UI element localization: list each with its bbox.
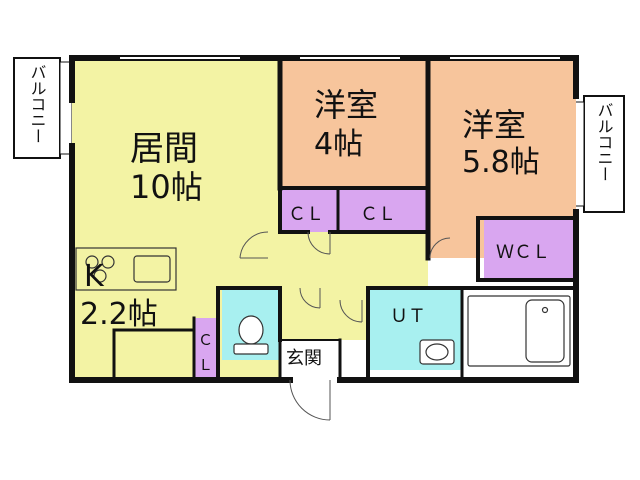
- closet-1-label: ＣＬ: [288, 204, 324, 225]
- balcony-right: [573, 95, 625, 213]
- utility-label: ＵＴ: [390, 306, 426, 327]
- walk-in-closet-label: ＷＣＬ: [496, 242, 550, 263]
- walk-in-closet: [484, 218, 576, 280]
- hallway-lower: [280, 288, 368, 340]
- kitchen-fixtures: [75, 247, 177, 291]
- closet-2: [338, 188, 428, 232]
- living-room-label: 居間: [130, 129, 198, 169]
- bedroom-2-label: 洋室: [462, 106, 526, 144]
- door-swings: [239, 231, 451, 421]
- closet-2-label: ＣＬ: [360, 204, 396, 225]
- closet-small: [194, 318, 218, 380]
- closet-small-label-bottom: Ｌ: [198, 356, 213, 374]
- bedroom-1: [280, 58, 428, 188]
- bedroom-1-size: 4帖: [314, 127, 363, 162]
- hallway: [218, 232, 428, 288]
- entrance-area: [280, 340, 340, 380]
- entrance-label: 玄関: [286, 348, 322, 369]
- balcony-left-label: バルコニー: [28, 64, 47, 144]
- bathtub-fixture: [467, 295, 571, 367]
- bedroom-2-size: 5.8帖: [462, 145, 540, 180]
- closet-1: [280, 188, 338, 232]
- living-room-size: 10帖: [130, 168, 203, 206]
- kitchen-counter: [72, 244, 182, 294]
- bathroom: [462, 290, 576, 370]
- washbasin-fixture: [419, 339, 455, 365]
- balcony-right-label: バルコニー: [595, 102, 614, 182]
- kitchen-size: 2.2帖: [80, 297, 158, 332]
- toilet-fixture: [233, 315, 269, 355]
- bedroom-1-label: 洋室: [314, 86, 378, 124]
- closet-small-label-top: Ｃ: [198, 331, 213, 349]
- kitchen-label: K: [84, 259, 105, 294]
